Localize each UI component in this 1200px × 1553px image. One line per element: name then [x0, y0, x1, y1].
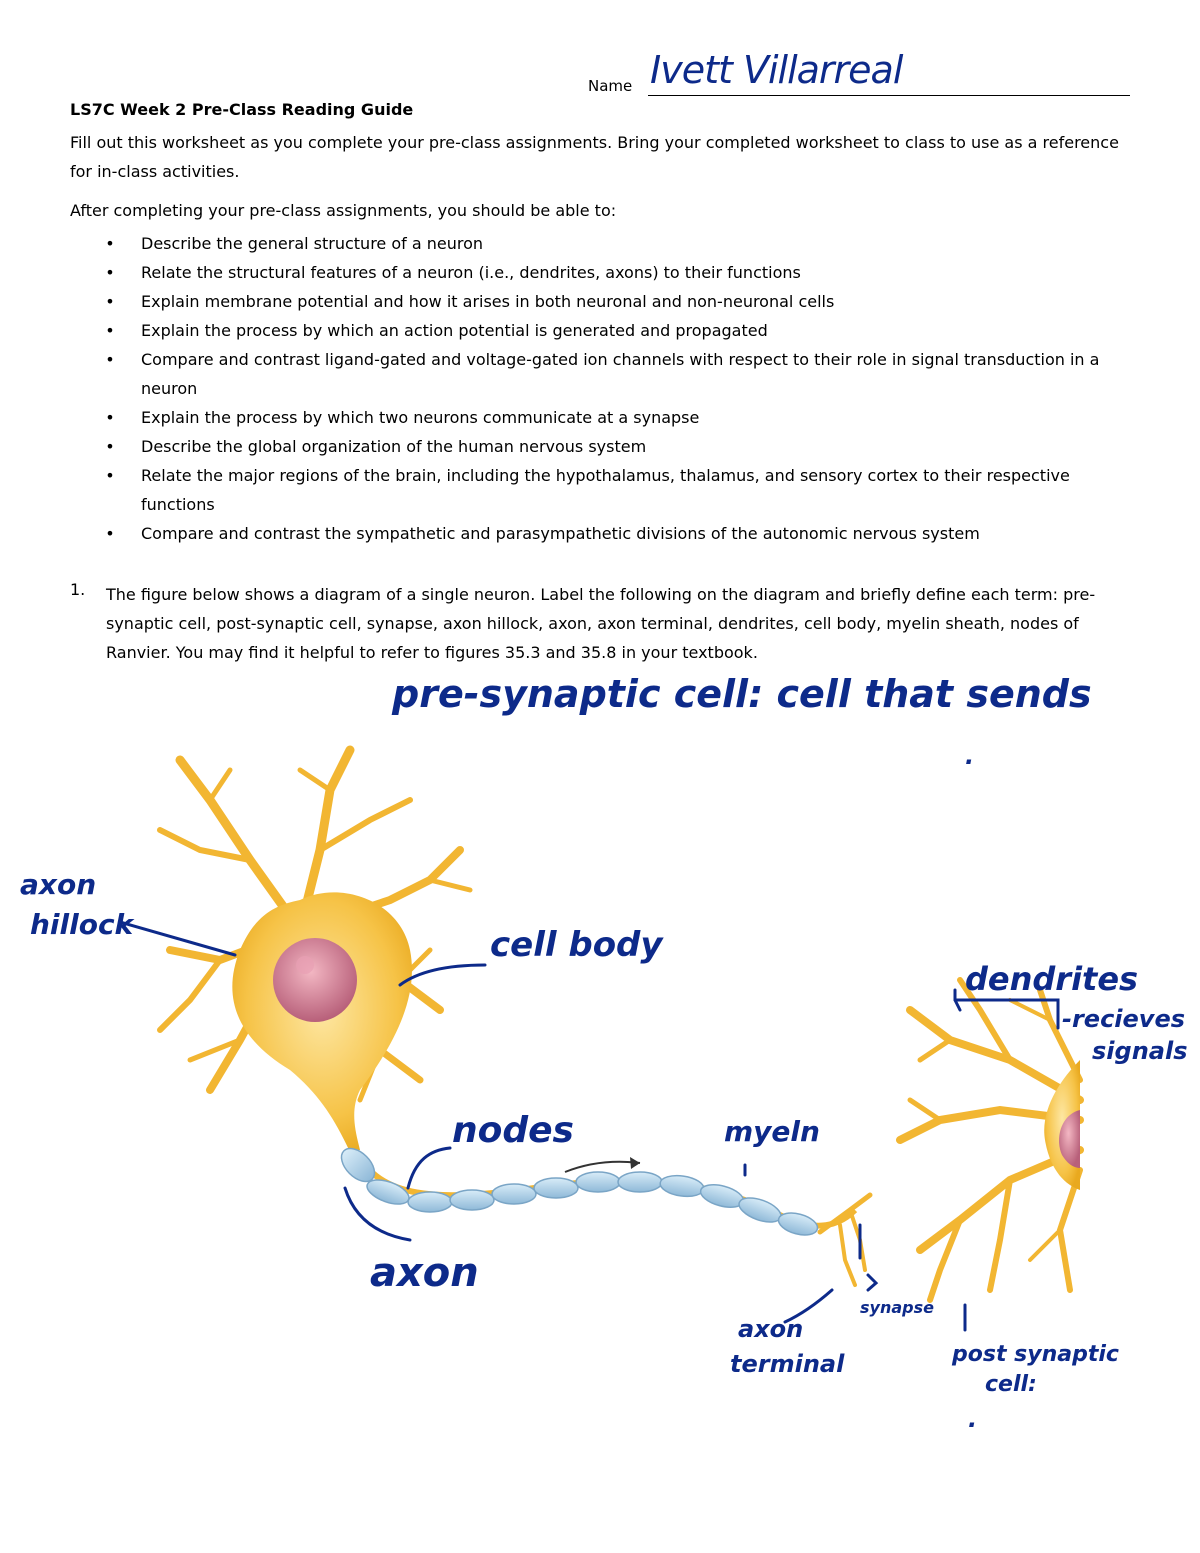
postsynaptic-dendrites — [896, 977, 1084, 1303]
post-synaptic-label-line2: cell: — [985, 1372, 1037, 1397]
question-text: The figure below shows a diagram of a si… — [106, 585, 1096, 662]
synapse-label: synapse — [860, 1298, 934, 1317]
objectives-list: •Describe the general structure of a neu… — [100, 229, 1120, 548]
cell-body-label: cell body — [490, 925, 663, 965]
axon-terminal-label-line1: axon — [738, 1315, 804, 1343]
postsynaptic-nucleus — [1059, 1110, 1080, 1168]
nucleus — [273, 938, 357, 1022]
signal-direction-arrow — [564, 1157, 641, 1173]
axon-hillock-label-line2: hillock — [30, 908, 134, 941]
bullet-icon: • — [105, 263, 115, 282]
list-item: •Relate the major regions of the brain, … — [100, 461, 1120, 519]
list-item: •Describe the global organization of the… — [100, 432, 1120, 461]
pre-synaptic-annotation: pre-synaptic cell: cell that sends — [392, 672, 1092, 716]
annotation-strokes — [118, 920, 1060, 1332]
question-number: 1. — [70, 580, 86, 599]
objectives-heading: After completing your pre-class assignme… — [70, 201, 617, 220]
post-synaptic-label-line1: post synaptic — [952, 1342, 1119, 1367]
name-underline — [648, 95, 1130, 96]
list-item: •Explain membrane potential and how it a… — [100, 287, 1120, 316]
axon-terminal-label-line2: terminal — [730, 1350, 845, 1378]
receives-label-line1: -recieves — [1062, 1005, 1186, 1033]
axon-terminal-branches — [817, 1192, 873, 1287]
list-item: •Explain the process by which two neuron… — [100, 403, 1120, 432]
worksheet-title: LS7C Week 2 Pre-Class Reading Guide — [70, 100, 414, 119]
myelin-label: myeln — [724, 1115, 820, 1148]
list-item: •Explain the process by which an action … — [100, 316, 1120, 345]
list-item: •Compare and contrast ligand-gated and v… — [100, 345, 1120, 403]
name-handwritten: Ivett Villarreal — [650, 48, 903, 92]
bullet-icon: • — [105, 350, 115, 369]
intro-paragraph: Fill out this worksheet as you complete … — [70, 133, 1119, 181]
bullet-icon: • — [105, 321, 115, 340]
dendrites-label: dendrites — [965, 960, 1139, 998]
bullet-icon: • — [105, 466, 115, 485]
name-label: Name — [588, 77, 633, 95]
nodes-label: nodes — [452, 1110, 574, 1151]
receives-label-line2: signals — [1092, 1037, 1188, 1065]
bullet-icon: • — [105, 408, 115, 427]
cell-body — [232, 892, 412, 1152]
annotation-dot: . — [965, 742, 975, 770]
bullet-icon: • — [105, 292, 115, 311]
bullet-icon: • — [105, 234, 115, 253]
bullet-icon: • — [105, 524, 115, 543]
list-item: •Compare and contrast the sympathetic an… — [100, 519, 1120, 548]
list-item: •Describe the general structure of a neu… — [100, 229, 1120, 258]
list-item: •Relate the structural features of a neu… — [100, 258, 1120, 287]
axon-hillock-label-line1: axon — [20, 868, 97, 901]
nucleolus — [296, 956, 314, 974]
bullet-icon: • — [105, 437, 115, 456]
myelin-sheath — [340, 1147, 819, 1236]
annotation-dot: . — [968, 1405, 978, 1433]
axon-label: axon — [370, 1250, 479, 1296]
